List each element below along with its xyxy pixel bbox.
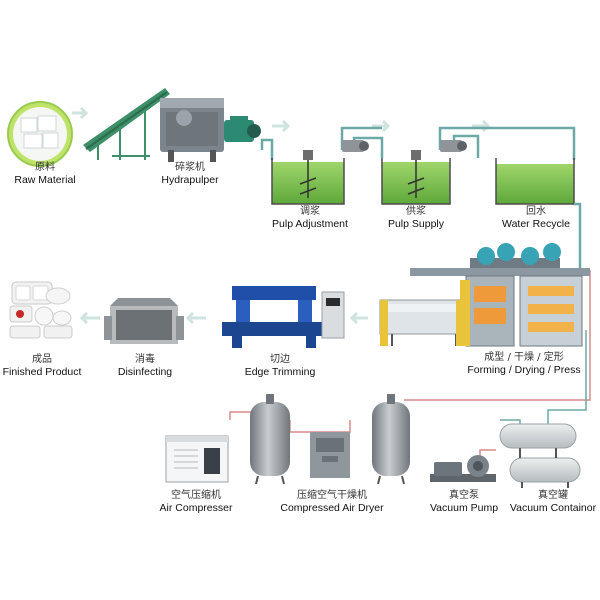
forming-en: Forming / Drying / Press bbox=[467, 363, 581, 376]
vacuum-container-en: Vacuum Containor bbox=[509, 501, 597, 514]
vacuum-pump-en: Vacuum Pump bbox=[429, 501, 499, 514]
label-air-compressor: 空气压缩机 Air Compresser bbox=[154, 490, 238, 514]
arrow-raw-to-conveyor bbox=[72, 106, 89, 120]
pulp-adjustment-tank bbox=[271, 150, 345, 205]
forming-cn: 成型 / 干燥 / 定形 bbox=[484, 352, 564, 363]
finished-product-en: Finished Product bbox=[2, 365, 82, 378]
arrow-pulper-out bbox=[272, 119, 291, 133]
arrow-adjust-out bbox=[372, 119, 391, 133]
arrow-supply-out bbox=[472, 119, 491, 133]
pumps bbox=[342, 140, 467, 152]
edge-trimming-icon bbox=[222, 286, 345, 348]
pulp-supply-cn: 供浆 bbox=[406, 206, 426, 217]
label-pulp-supply: 供浆 Pulp Supply bbox=[380, 206, 452, 230]
label-forming: 成型 / 干燥 / 定形 Forming / Drying / Press bbox=[462, 352, 586, 376]
label-vacuum-container: 真空罐 Vacuum Containor bbox=[508, 490, 598, 514]
hydrapulper-cn: 碎浆机 bbox=[175, 162, 205, 173]
disinfecting-cabinet-icon bbox=[104, 298, 184, 344]
edge-trimming-en: Edge Trimming bbox=[244, 365, 316, 378]
vacuum-pump-icon bbox=[430, 455, 496, 482]
disinfecting-cn: 消毒 bbox=[135, 354, 155, 365]
air-compressor-en: Air Compresser bbox=[159, 501, 233, 514]
vacuum-pump-cn: 真空泵 bbox=[449, 490, 479, 501]
label-hydrapulper: 碎浆机 Hydrapulper bbox=[150, 162, 230, 186]
conveyor-icon bbox=[83, 88, 170, 160]
vacuum-container-icon bbox=[499, 423, 581, 488]
arrow-forming-to-trim bbox=[349, 311, 368, 325]
pulp-supply-tank bbox=[381, 150, 451, 205]
raw-material-icon bbox=[7, 101, 73, 167]
flow-arrows bbox=[72, 106, 491, 325]
label-air-dryer: 压缩空气干燥机 Compressed Air Dryer bbox=[276, 490, 388, 514]
label-water-recycle: 回水 Water Recycle bbox=[498, 206, 574, 230]
arrow-disinfect-to-product bbox=[79, 311, 100, 325]
finished-product-cn: 成品 bbox=[32, 354, 52, 365]
label-finished-product: 成品 Finished Product bbox=[2, 354, 82, 378]
pulp-supply-en: Pulp Supply bbox=[387, 217, 445, 230]
pulp-adjustment-cn: 调浆 bbox=[300, 206, 320, 217]
edge-trimming-cn: 切边 bbox=[270, 354, 290, 365]
raw-material-en: Raw Material bbox=[14, 173, 76, 186]
air-dryer-cn: 压缩空气干燥机 bbox=[297, 490, 367, 501]
label-disinfecting: 消毒 Disinfecting bbox=[110, 354, 180, 378]
air-tank-right-icon bbox=[372, 394, 410, 485]
air-tank-left-icon bbox=[250, 394, 290, 485]
raw-material-cn: 原料 bbox=[35, 162, 55, 173]
air-compressor-cn: 空气压缩机 bbox=[171, 490, 221, 501]
water-recycle-en: Water Recycle bbox=[502, 217, 570, 230]
hydrapulper-icon bbox=[160, 98, 261, 162]
forming-machine-icon bbox=[379, 243, 590, 347]
air-dryer-icon bbox=[310, 432, 350, 478]
air-compressor-icon bbox=[165, 435, 229, 483]
pulp-adjustment-en: Pulp Adjustment bbox=[272, 217, 348, 230]
arrow-trim-to-disinfect bbox=[185, 311, 206, 325]
water-recycle-cn: 回水 bbox=[526, 206, 546, 217]
label-edge-trimming: 切边 Edge Trimming bbox=[238, 354, 322, 378]
air-dryer-en: Compressed Air Dryer bbox=[280, 501, 384, 514]
water-recycle-tank bbox=[495, 158, 575, 205]
vacuum-container-cn: 真空罐 bbox=[538, 490, 568, 501]
label-raw-material: 原料 Raw Material bbox=[10, 162, 80, 186]
label-vacuum-pump: 真空泵 Vacuum Pump bbox=[426, 490, 502, 514]
finished-product-icon bbox=[9, 281, 73, 339]
disinfecting-en: Disinfecting bbox=[117, 365, 173, 378]
hydrapulper-en: Hydrapulper bbox=[161, 173, 219, 186]
label-pulp-adjustment: 调浆 Pulp Adjustment bbox=[268, 206, 352, 230]
